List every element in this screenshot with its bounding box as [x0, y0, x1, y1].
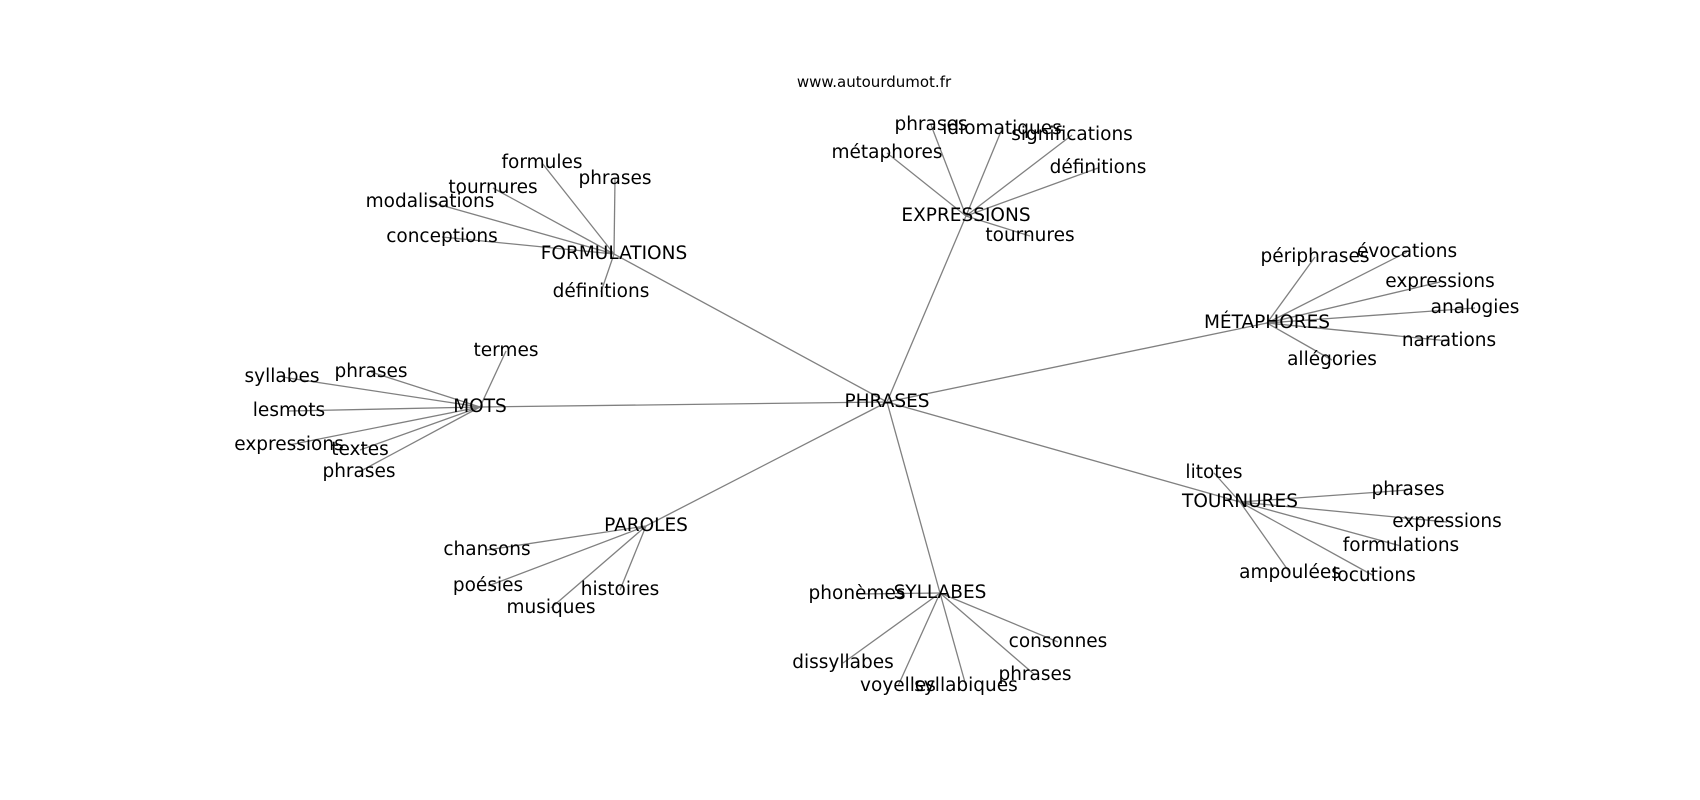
edge-formulations-modalisations	[429, 201, 615, 255]
edge-formulations-conceptions	[441, 236, 615, 255]
edge-syllabes-voyelles	[897, 592, 941, 687]
node-leaf-mots-phrases[interactable]: phrases	[322, 460, 396, 482]
edge-tournures-ampoulees	[1239, 501, 1291, 574]
node-leaf-paroles-musiques[interactable]: musiques	[506, 596, 596, 618]
node-leaf-mots-termes[interactable]: termes	[473, 339, 539, 361]
node-leaf-expressions-tournures[interactable]: tournures	[985, 224, 1075, 246]
node-leaf-mots-expressions[interactable]: expressions	[234, 433, 344, 455]
node-leaf-syllabes-voyelles[interactable]: voyelles	[860, 674, 936, 696]
edge-syllabes-dissyllabes	[842, 592, 941, 664]
node-group-syllabes[interactable]: SYLLABES	[893, 581, 987, 603]
node-leaf-expressions-phrases[interactable]: phrases	[894, 113, 968, 135]
edge-formulations-definitions	[600, 253, 615, 293]
node-leaf-formulations-formules[interactable]: formules	[501, 151, 583, 173]
edge-expressions-phrases	[930, 124, 967, 217]
node-leaf-syllabes-phrases[interactable]: phrases	[998, 663, 1072, 685]
node-leaf-metaphores-expressions[interactable]: expressions	[1385, 270, 1495, 292]
edge-center-expressions	[886, 215, 967, 403]
node-leaf-syllabes-dissyllabes[interactable]: dissyllabes	[792, 651, 894, 673]
node-leaf-tournures-ampoulees[interactable]: ampoulées	[1239, 561, 1341, 583]
edge-tournures-phrases	[1239, 489, 1409, 503]
node-leaf-tournures-litotes[interactable]: litotes	[1185, 461, 1243, 483]
edge-paroles-musiques	[550, 525, 647, 609]
site-url: www.autourdumot.fr	[796, 73, 952, 91]
edge-center-tournures	[886, 401, 1241, 503]
node-group-mots[interactable]: MOTS	[453, 395, 507, 417]
node-leaf-tournures-formulations[interactable]: formulations	[1342, 534, 1460, 556]
edge-mots-expressions	[288, 406, 481, 446]
node-center-phrases[interactable]: PHRASES	[844, 390, 930, 412]
node-leaf-paroles-poesies[interactable]: poésies	[452, 574, 524, 596]
node-leaf-formulations-modalisations[interactable]: modalisations	[365, 190, 495, 212]
edge-tournures-formulations	[1239, 501, 1402, 547]
edge-mots-textes	[359, 406, 481, 451]
edge-center-metaphores	[886, 322, 1268, 403]
node-leaf-metaphores-allegories[interactable]: allégories	[1287, 348, 1377, 370]
node-group-tournures[interactable]: TOURNURES	[1182, 490, 1298, 512]
node-leaf-formulations-conceptions[interactable]: conceptions	[386, 225, 498, 247]
edge-paroles-chansons	[486, 525, 647, 551]
edge-expressions-significations	[965, 134, 1073, 217]
edge-tournures-locutions	[1239, 501, 1375, 577]
node-leaf-metaphores-periphrases[interactable]: périphrases	[1260, 245, 1370, 267]
node-leaf-paroles-histoires[interactable]: histoires	[580, 578, 660, 600]
edge-formulations-formules	[541, 162, 615, 255]
edge-mots-syllabes	[281, 376, 481, 408]
edge-metaphores-narrations	[1266, 322, 1450, 342]
node-leaf-formulations-definitions[interactable]: définitions	[552, 280, 650, 302]
edge-syllabes-consonnes	[939, 592, 1059, 643]
edge-syllabes-phrases	[939, 592, 1036, 676]
node-group-metaphores[interactable]: MÉTAPHORES	[1203, 311, 1331, 333]
edge-paroles-histoires	[619, 525, 647, 591]
edge-mots-phrases	[370, 371, 481, 408]
edge-tournures-litotes	[1213, 472, 1241, 503]
edge-center-formulations	[613, 253, 888, 403]
node-group-paroles[interactable]: PAROLES	[604, 514, 688, 536]
node-leaf-mots-phrases[interactable]: phrases	[334, 360, 408, 382]
edge-syllabes-phonemes	[856, 592, 941, 595]
edge-expressions-tournures	[965, 215, 1031, 237]
edge-center-mots	[479, 401, 888, 408]
node-leaf-expressions-significations[interactable]: significations	[1011, 123, 1133, 145]
edge-center-paroles	[645, 401, 888, 527]
node-leaf-metaphores-evocations[interactable]: évocations	[1356, 240, 1458, 262]
edge-expressions-metaphores	[886, 152, 967, 217]
node-leaf-tournures-locutions[interactable]: locutions	[1332, 564, 1416, 586]
node-leaf-mots-syllabes[interactable]: syllabes	[244, 365, 320, 387]
edge-syllabes-syllabiques	[939, 592, 967, 687]
node-leaf-metaphores-narrations[interactable]: narrations	[1401, 329, 1497, 351]
node-leaf-syllabes-syllabiques[interactable]: syllabiques	[914, 674, 1018, 696]
edge-metaphores-expressions	[1266, 281, 1441, 324]
node-leaf-mots-lesmots[interactable]: lesmots	[252, 399, 326, 421]
edge-mots-lesmots	[288, 406, 481, 412]
node-leaf-formulations-tournures[interactable]: tournures	[448, 176, 538, 198]
edge-metaphores-allegories	[1266, 322, 1333, 361]
node-group-formulations[interactable]: FORMULATIONS	[540, 242, 688, 264]
edge-mots-termes	[479, 350, 507, 408]
node-leaf-formulations-phrases[interactable]: phrases	[578, 167, 652, 189]
node-leaf-expressions-idiomatiques[interactable]: idiomatiques	[942, 117, 1062, 139]
edge-formulations-phrases	[613, 178, 616, 255]
node-leaf-metaphores-analogies[interactable]: analogies	[1430, 296, 1520, 318]
edge-metaphores-evocations	[1266, 251, 1408, 324]
edge-metaphores-periphrases	[1266, 256, 1316, 324]
node-leaf-paroles-chansons[interactable]: chansons	[443, 538, 531, 560]
node-group-expressions[interactable]: EXPRESSIONS	[901, 204, 1031, 226]
edge-expressions-definitions	[965, 167, 1099, 217]
node-leaf-syllabes-phonemes[interactable]: phonèmes	[808, 582, 906, 604]
edge-expressions-idiomatiques	[965, 128, 1003, 217]
node-leaf-tournures-phrases[interactable]: phrases	[1371, 478, 1445, 500]
edge-formulations-tournures	[492, 187, 615, 255]
edge-metaphores-analogies	[1266, 307, 1476, 324]
node-leaf-syllabes-consonnes[interactable]: consonnes	[1008, 630, 1108, 652]
node-leaf-expressions-metaphores[interactable]: métaphores	[831, 141, 943, 163]
node-leaf-mots-textes[interactable]: textes	[331, 438, 389, 460]
node-leaf-tournures-expressions[interactable]: expressions	[1392, 510, 1502, 532]
edge-mots-phrases	[358, 406, 481, 473]
node-leaf-expressions-definitions[interactable]: définitions	[1049, 156, 1147, 178]
edge-center-syllabes	[886, 401, 941, 594]
edge-tournures-expressions	[1239, 501, 1448, 523]
edge-paroles-poesies	[487, 525, 647, 587]
